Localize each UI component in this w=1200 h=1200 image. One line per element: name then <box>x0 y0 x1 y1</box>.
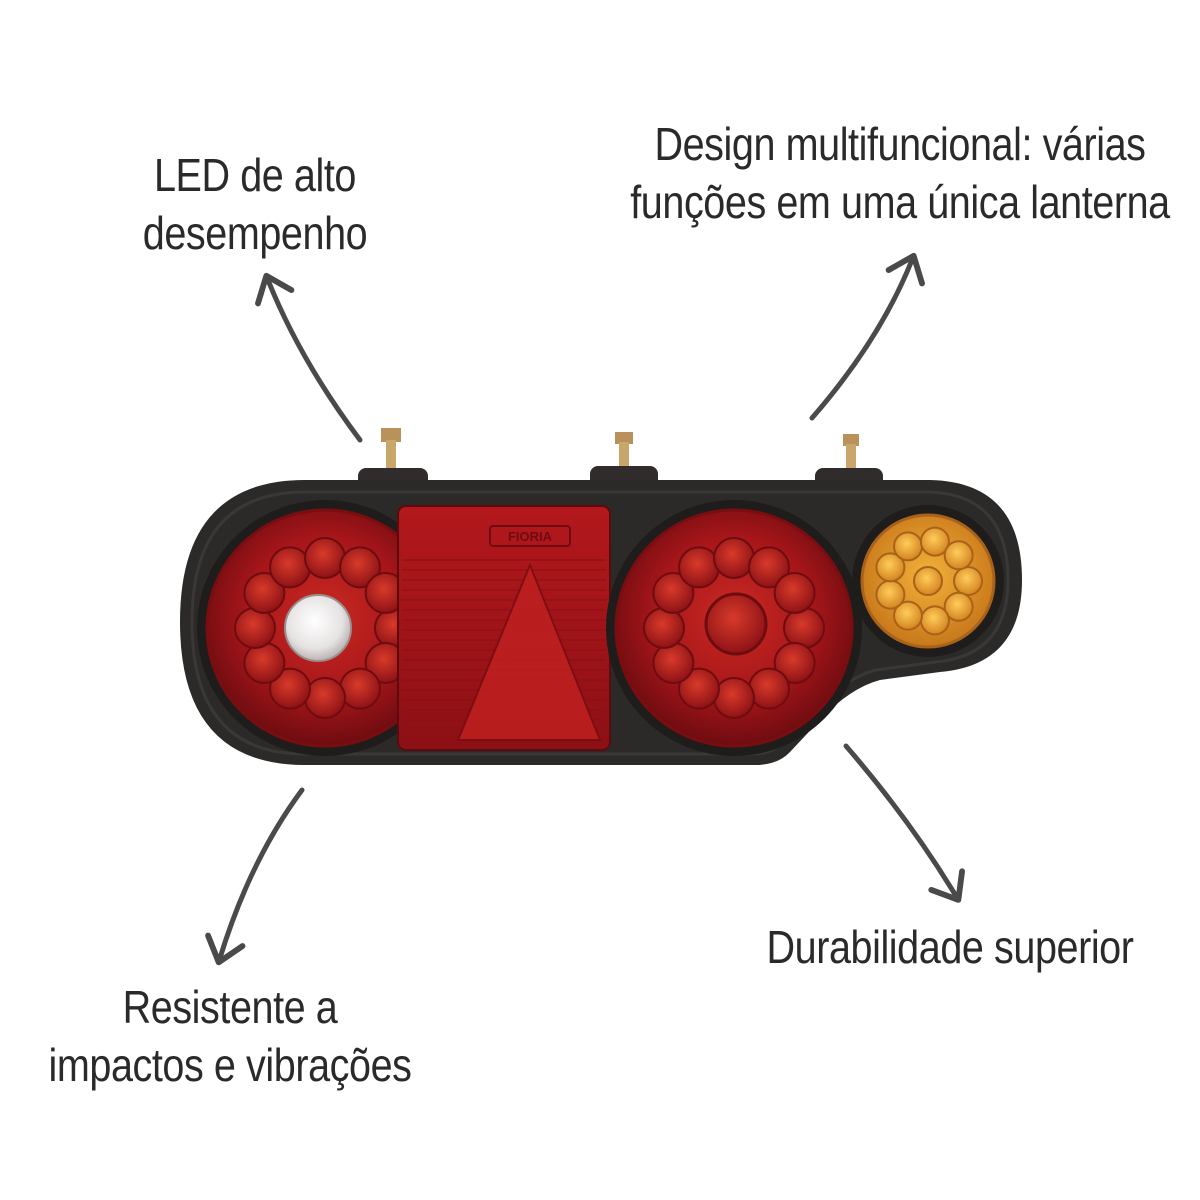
led-cell <box>243 642 286 684</box>
left-stop-lamp <box>197 500 453 756</box>
led-cell <box>748 546 790 589</box>
center-reflector-panel: FIORIA <box>397 505 611 751</box>
warning-triangle-reflector <box>456 562 602 741</box>
left-led-cells <box>234 537 416 719</box>
arrow-durability <box>843 743 966 903</box>
led-cell <box>269 667 311 710</box>
led-cell <box>943 540 974 571</box>
led-cell <box>893 531 923 562</box>
led-cell <box>773 642 816 684</box>
led-cell <box>919 526 950 557</box>
arrow-design <box>809 252 925 421</box>
arrow-resistance <box>205 787 305 966</box>
led-cell <box>953 566 983 596</box>
annotation-design: Design multifuncional: várias funções em… <box>608 115 1193 231</box>
annotation-resistance-line1: Resistente a <box>122 981 338 1033</box>
led-cell <box>234 607 276 649</box>
led-cell <box>748 667 790 710</box>
annotation-led: LED de alto desempenho <box>96 146 414 262</box>
led-cell <box>713 537 755 579</box>
led-cell <box>678 667 720 710</box>
led-cell <box>304 677 346 719</box>
led-cell <box>875 552 906 583</box>
led-cell <box>678 546 720 589</box>
reverse-lamp-white-lens <box>284 594 352 662</box>
led-cell <box>783 607 825 649</box>
led-cell <box>304 537 346 579</box>
led-cell <box>913 566 943 596</box>
annotation-durability-line1: Durabilidade superior <box>766 921 1134 973</box>
annotation-design-line1: Design multifuncional: várias <box>654 118 1146 170</box>
led-cell <box>243 572 286 614</box>
led-cell <box>893 600 923 631</box>
annotation-durability: Durabilidade superior <box>752 918 1148 976</box>
led-cell <box>339 546 381 589</box>
annotation-led-line2: desempenho <box>142 207 368 259</box>
led-cell <box>652 572 695 614</box>
led-cell <box>773 572 816 614</box>
amber-led-cells <box>875 526 983 636</box>
annotation-design-line2: funções em uma única lanterna <box>630 176 1170 228</box>
turn-signal-amber-lamp <box>852 505 1004 657</box>
led-cell <box>643 607 685 649</box>
led-cell <box>875 579 906 610</box>
led-cell <box>269 546 311 589</box>
led-cell <box>652 642 695 684</box>
annotation-resistance-line2: impactos e vibrações <box>48 1039 412 1091</box>
led-cell <box>919 605 950 636</box>
led-cell <box>713 677 755 719</box>
led-cell <box>339 667 381 710</box>
annotation-led-line1: LED de alto <box>153 149 356 201</box>
right-led-cells <box>643 537 825 719</box>
right-stop-lamp <box>606 500 862 756</box>
annotation-resistance: Resistente a impactos e vibrações <box>32 978 428 1094</box>
brand-mark: FIORIA <box>508 529 553 544</box>
led-cell <box>943 591 974 622</box>
arrow-led <box>255 272 363 443</box>
